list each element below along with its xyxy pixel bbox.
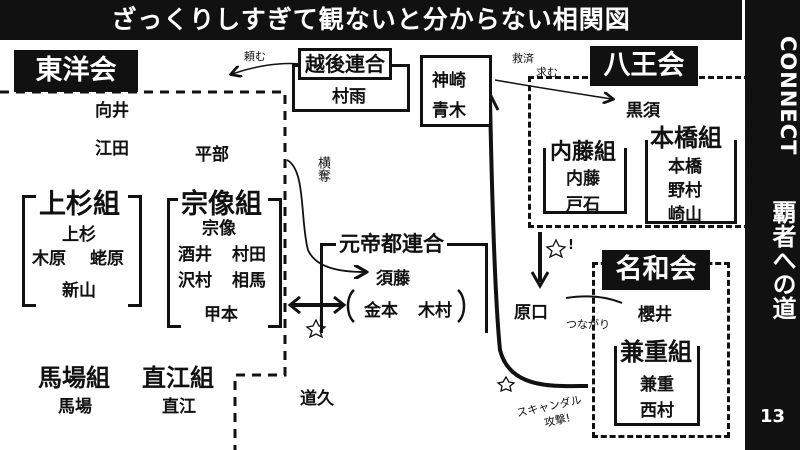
member-naoe: 直江 — [162, 397, 196, 417]
arrow-echigo-to-toyo — [232, 62, 301, 74]
note-tanomu: 頼む — [244, 50, 266, 63]
org-label-toyo: 東洋会 — [14, 50, 138, 92]
member-niiyama: 新山 — [62, 281, 96, 301]
group-name-gentei: 元帝都連合 — [336, 228, 447, 258]
note-tsunagari: つながり — [566, 318, 610, 331]
member-kaneshige: 兼重 — [640, 375, 674, 395]
arrow-kanzaki-to-hachio — [494, 79, 612, 99]
member-baba: 馬場 — [58, 397, 92, 417]
member-sakai: 酒井 — [178, 245, 212, 265]
member-kanzaki: 神崎 — [432, 71, 466, 91]
member-sakiyama: 崎山 — [668, 205, 702, 225]
member-haraguchi: 原口 — [514, 303, 548, 323]
kanzaki-box — [420, 55, 492, 127]
member-nomura: 野村 — [668, 181, 702, 201]
group-name-baba: 馬場組 — [38, 364, 110, 392]
note-kyusai: 救済 — [512, 52, 534, 65]
group-name-munakata: 宗像組 — [178, 182, 265, 221]
member-honbashi: 本橋 — [668, 157, 702, 177]
member-nishimura: 西村 — [640, 401, 674, 421]
episode-number: 13 — [759, 406, 786, 427]
group-name-honbashi: 本橋組 — [648, 118, 724, 153]
member-toito: 戸石 — [566, 195, 600, 215]
uesugi-bracket-right — [128, 195, 142, 307]
org-label-nawa: 名和会 — [602, 250, 710, 290]
spark-icon — [496, 375, 516, 393]
note-motomu: 求む — [536, 66, 558, 79]
spark-icon — [305, 318, 327, 339]
member-souma: 相馬 — [232, 271, 266, 291]
conflict-arrow-left-head — [287, 295, 301, 315]
toyo-territory — [0, 90, 287, 450]
diagram-title: ざっくりしすぎて観ないと分からない相関図 — [0, 0, 742, 40]
munakata-bracket-right — [268, 198, 282, 328]
conflict-arrow-right-head — [333, 295, 347, 315]
spark-mark: ! — [318, 316, 324, 331]
group-name-echigo: 越後連合 — [298, 48, 392, 80]
uesugi-bracket-left — [22, 195, 36, 307]
group-name-naito: 内藤組 — [548, 134, 619, 166]
paren-left — [346, 289, 355, 323]
member-kurosu: 黒須 — [626, 101, 660, 121]
member-uesugi: 上杉 — [62, 225, 96, 245]
member-kimura: 木村 — [418, 301, 452, 321]
honbashi-box — [645, 140, 737, 224]
side-banner: CONNECT 覇者への道 13 — [745, 0, 800, 450]
member-sudou: 須藤 — [376, 269, 410, 289]
member-hirabe: 平部 — [195, 145, 229, 165]
subtitle-text: 覇者への道 — [768, 200, 796, 320]
member-naito: 内藤 — [566, 169, 600, 189]
group-name-uesugi: 上杉組 — [36, 182, 123, 221]
member-eda: 江田 — [95, 139, 129, 159]
member-murasame: 村雨 — [332, 87, 366, 107]
arrow-munakata-to-gentei — [286, 159, 365, 272]
spark-icon — [545, 238, 567, 259]
member-koumoto: 甲本 — [204, 305, 238, 325]
arrow-kaneshige-to-kanzaki — [488, 97, 589, 389]
member-munakata: 宗像 — [202, 219, 236, 239]
member-murata: 村田 — [232, 245, 266, 265]
spark-mark: ! — [568, 238, 574, 253]
brand-text: CONNECT — [776, 36, 800, 156]
munakata-bracket-left — [167, 198, 181, 328]
note-ryakudatsu: 横奪 — [315, 156, 330, 182]
group-name-naoe: 直江組 — [142, 364, 214, 392]
member-ebihara: 蛯原 — [90, 249, 124, 269]
member-kihara: 木原 — [32, 249, 66, 269]
member-kanemoto: 金本 — [364, 301, 398, 321]
member-sakurai: 櫻井 — [638, 305, 672, 325]
member-mukai: 向井 — [95, 101, 129, 121]
org-label-hachio: 八王会 — [590, 46, 698, 86]
member-aoki: 青木 — [432, 101, 466, 121]
paren-right — [457, 289, 466, 323]
group-name-kaneshige: 兼重組 — [618, 332, 694, 367]
member-michihisa: 道久 — [300, 389, 334, 409]
arrowhead-hachio-haraguchi — [530, 271, 550, 290]
member-sawamura: 沢村 — [178, 271, 212, 291]
